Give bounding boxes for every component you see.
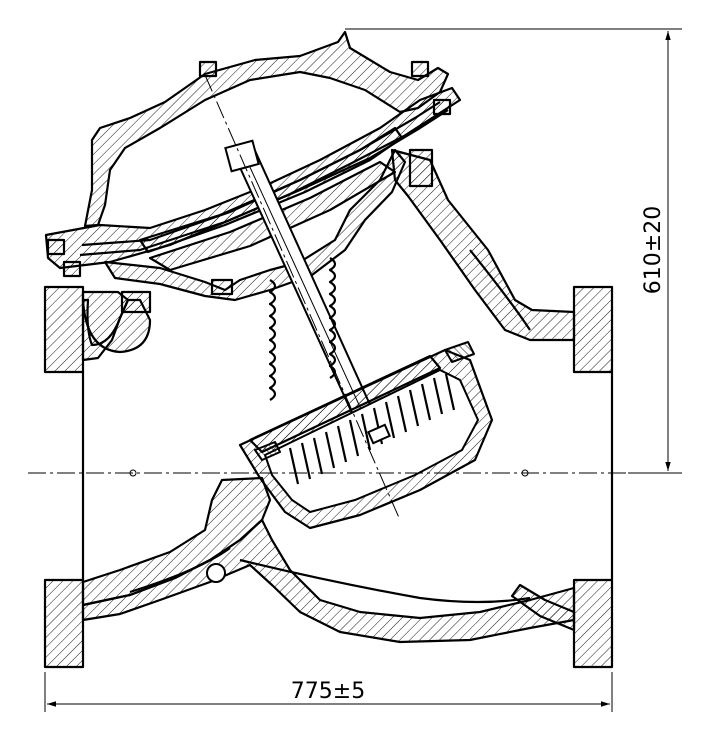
left-flange-lower	[43, 578, 85, 669]
spring-coils-left	[268, 279, 277, 401]
bolt-4	[410, 60, 430, 78]
dimension-height: 610±20	[345, 28, 682, 474]
stem-nut	[367, 423, 391, 445]
width-label: 775±5	[291, 679, 365, 704]
bolt-2	[62, 260, 82, 278]
bolt-8	[210, 278, 234, 296]
spring	[268, 257, 337, 401]
spring-coils-right	[328, 257, 337, 379]
inner-flow-line-bottom	[239, 558, 531, 604]
drain-hole	[206, 563, 226, 583]
bolt-1	[46, 238, 66, 256]
bolt-6	[408, 148, 434, 188]
center-lines	[28, 74, 640, 521]
disc-comb	[288, 373, 456, 485]
bolt-5	[432, 98, 452, 116]
inner-flow-line-right	[469, 249, 531, 331]
bolt-3	[198, 60, 218, 78]
body-wall-upper-right	[390, 148, 576, 342]
body-wall-lower-right	[510, 583, 576, 632]
inner-flow-line-left	[129, 547, 231, 594]
valve-body	[43, 148, 614, 669]
right-flange-upper	[572, 285, 614, 374]
right-flange-lower	[572, 578, 614, 669]
height-label: 610±20	[641, 206, 666, 294]
disc-assembly	[238, 341, 494, 530]
bolts	[46, 60, 452, 314]
disc-seal	[254, 441, 281, 461]
bolt-7	[120, 290, 152, 314]
stem-axis-centerline	[204, 74, 401, 521]
dimension-width: 775±5	[44, 672, 613, 712]
left-flange-upper	[43, 285, 85, 374]
